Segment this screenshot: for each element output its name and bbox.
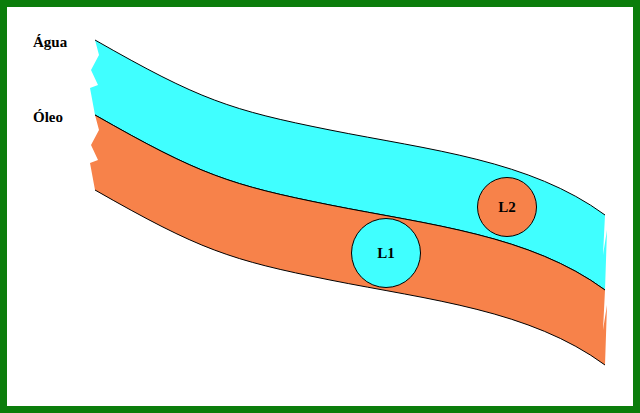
band-label: Água — [33, 34, 67, 51]
oil-drop-circle: L2 — [477, 177, 537, 237]
band-label: Óleo — [33, 109, 63, 126]
water-drop-circle: L1 — [351, 218, 421, 288]
band-fill — [90, 115, 607, 365]
band-edge — [95, 190, 605, 365]
band-edge — [95, 115, 605, 290]
circle-label: L1 — [377, 245, 395, 262]
circle-label: L2 — [498, 199, 516, 216]
